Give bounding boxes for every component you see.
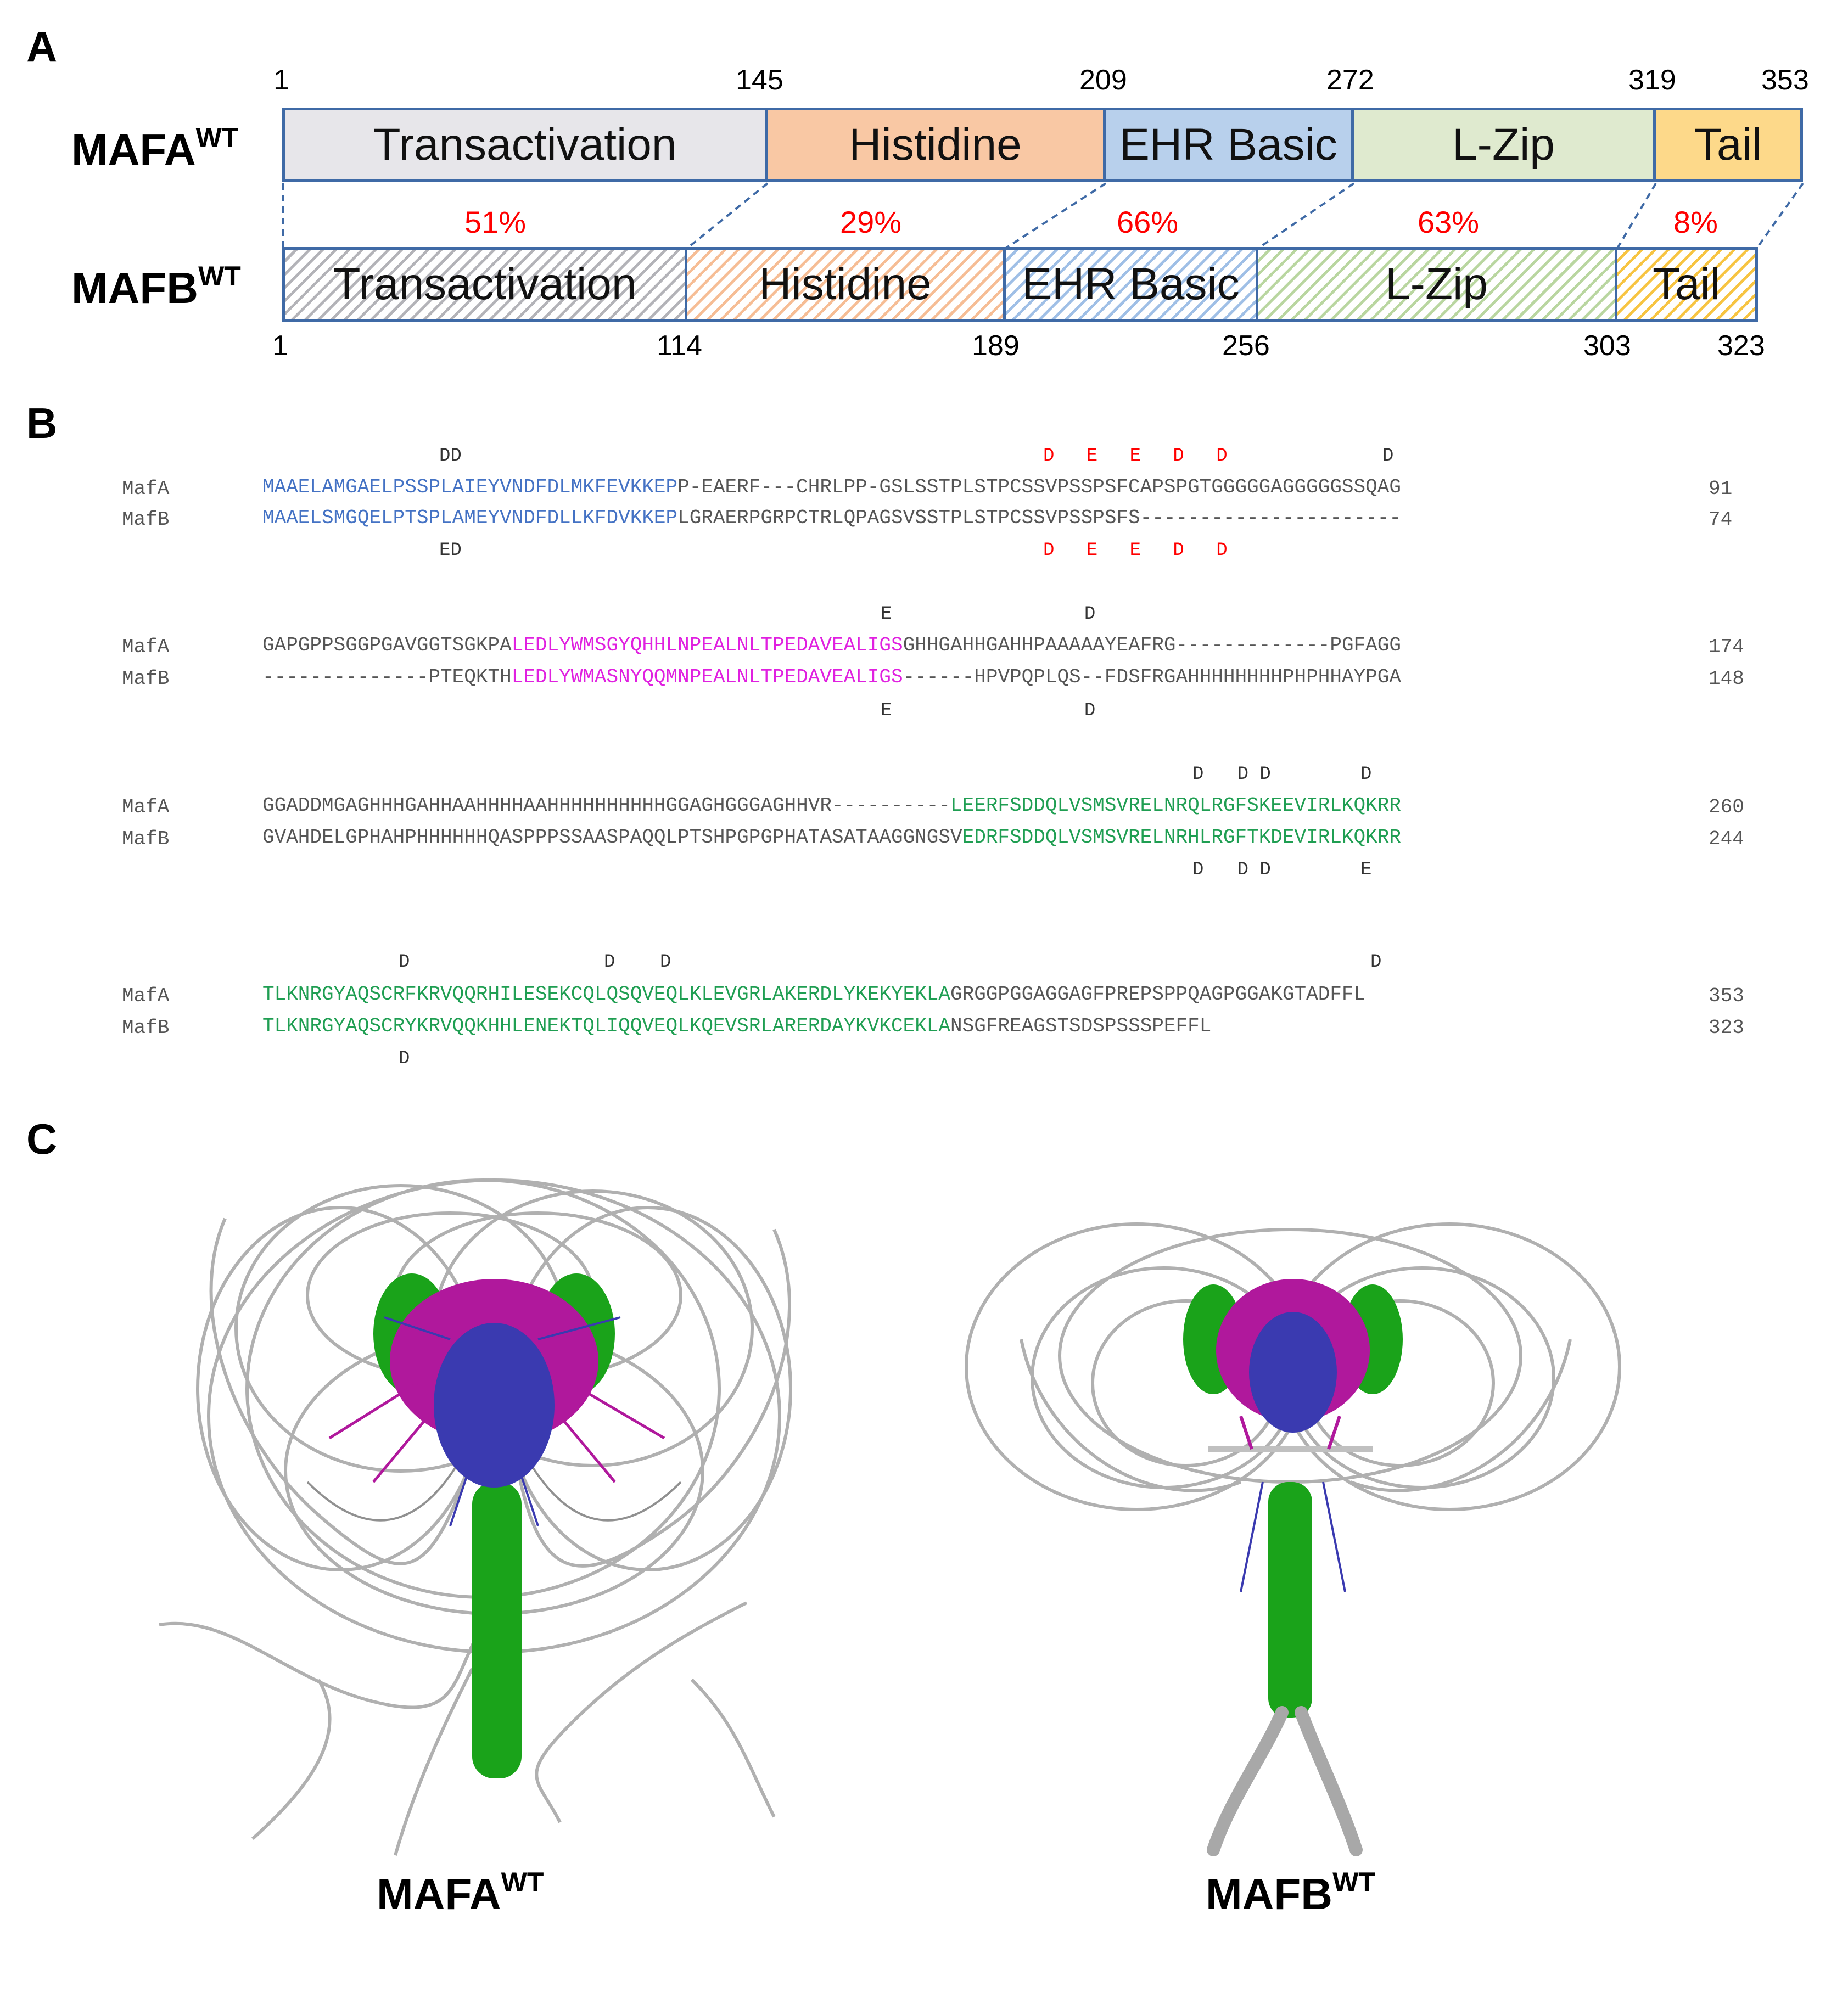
block1-mafb-seq: MAAELSMGQELPTSPLAMEYVNDFDLLKFDVKKEPLGRAE… <box>262 507 1401 529</box>
block4-mafb-marks: D <box>399 1048 410 1069</box>
mafa-domain-lzip: L-Zip <box>1354 108 1656 182</box>
mafa-pos-319: 319 <box>1628 64 1676 96</box>
block3-mafb-seq: GVAHDELGPHAHPHHHHHHQASPPPSSAASPAQQLPTSHP… <box>262 826 1401 849</box>
mafb-domain-ehr-basic: EHR Basic <box>1006 247 1258 322</box>
block2-mafb-marks: E D <box>881 700 1096 721</box>
mafb-domain-bar: Transactivation Histidine EHR Basic L-Zi… <box>282 247 1758 322</box>
block4-mafa-mark-1: D <box>399 952 410 973</box>
mafb-structure-image <box>965 1222 1621 1856</box>
mafb-domain-histidine: Histidine <box>687 247 1006 322</box>
identity-transactivation: 51% <box>464 205 527 239</box>
block1-mafb-red-marks: D E E D D <box>1043 540 1228 561</box>
panel-a-label: A <box>26 23 58 71</box>
block2-mafa-name: MafA <box>122 636 170 658</box>
block1-mafa-num: 91 <box>1709 478 1733 500</box>
domain-connectors <box>282 182 1804 249</box>
block1-mafb-marks: ED <box>439 540 462 561</box>
panel-b-label: B <box>26 399 58 447</box>
mafa-pos-1: 1 <box>273 64 289 96</box>
mafb-pos-303: 303 <box>1583 330 1631 362</box>
block3-mafb-marks: D D D E <box>1192 860 1372 880</box>
block1-mafa-name: MafA <box>122 478 170 500</box>
mafa-structure-image <box>159 1178 792 1856</box>
mafa-pos-272: 272 <box>1326 64 1374 96</box>
block4-mafb-seq: TLKNRGYAQSCRYKRVQQKHHLENEKTQLIQQVEQLKQEV… <box>262 1015 1212 1037</box>
block3-mafa-marks: D D D D <box>1192 764 1372 785</box>
block3-mafa-seq: GGADDMGAGHHHGAHHAAHHHHAAHHHHHHHHHHGGAGHG… <box>262 794 1401 817</box>
mafb-domain-transactivation: Transactivation <box>282 247 687 322</box>
block4-mafb-name: MafB <box>122 1017 170 1039</box>
block4-mafa-name: MafA <box>122 985 170 1007</box>
block2-mafa-marks: E D <box>881 604 1096 625</box>
block3-mafa-num: 260 <box>1709 796 1744 818</box>
block1-mafb-name: MafB <box>122 508 170 531</box>
block4-mafb-num: 323 <box>1709 1017 1744 1039</box>
block4-mafa-num: 353 <box>1709 985 1744 1007</box>
block1-mafa-marks-2: D <box>1382 446 1394 467</box>
mafa-label: MAFAWT <box>71 122 239 174</box>
block1-mafa-red-marks: D E E D D <box>1043 446 1228 467</box>
block3-mafa-name: MafA <box>122 796 170 818</box>
mafa-pos-209: 209 <box>1079 64 1127 96</box>
block4-mafa-seq: TLKNRGYAQSCRFKRVQQRHILESEKCQLQSQVEQLKLEV… <box>262 983 1366 1006</box>
block2-mafa-num: 174 <box>1709 636 1744 658</box>
block1-mafb-num: 74 <box>1709 508 1733 531</box>
mafa-domain-histidine: Histidine <box>768 108 1106 182</box>
block2-mafb-seq: --------------PTEQKTHLEDLYWMASNYQQMNPEAL… <box>262 666 1401 688</box>
block1-mafa-marks: DD <box>439 446 462 467</box>
mafb-pos-256: 256 <box>1222 330 1270 362</box>
block4-mafa-mark-2: D D <box>604 952 671 973</box>
panel-c-label: C <box>26 1115 58 1163</box>
mafb-label: MAFBWT <box>71 261 241 312</box>
mafa-structure-label: MAFAWT <box>377 1867 544 1918</box>
block2-mafb-num: 148 <box>1709 667 1744 690</box>
mafb-domain-lzip: L-Zip <box>1258 247 1617 322</box>
mafb-pos-323: 323 <box>1717 330 1765 362</box>
mafb-structure-label: MAFBWT <box>1206 1867 1375 1918</box>
mafb-pos-114: 114 <box>657 330 702 362</box>
identity-ehr-basic: 66% <box>1117 205 1179 239</box>
mafa-domain-bar: Transactivation Histidine EHR Basic L-Zi… <box>282 108 1803 182</box>
identity-tail: 8% <box>1673 205 1718 239</box>
block2-mafa-seq: GAPGPPSGGPGAVGGTSGKPALEDLYWMSGYQHHLNPEAL… <box>262 634 1401 656</box>
block1-mafa-seq: MAAELAMGAELPSSPLAIEYVNDFDLMKFEVKKEPP-EAE… <box>262 476 1401 498</box>
mafa-domain-tail: Tail <box>1656 108 1803 182</box>
mafa-domain-ehr-basic: EHR Basic <box>1106 108 1354 182</box>
identity-lzip: 63% <box>1418 205 1480 239</box>
mafa-pos-353: 353 <box>1761 64 1809 96</box>
mafa-domain-transactivation: Transactivation <box>282 108 768 182</box>
mafb-pos-189: 189 <box>972 330 1020 362</box>
identity-histidine: 29% <box>840 205 902 239</box>
mafb-domain-tail: Tail <box>1617 247 1758 322</box>
mafb-pos-1: 1 <box>272 330 288 362</box>
block2-mafb-name: MafB <box>122 667 170 690</box>
block3-mafb-num: 244 <box>1709 828 1744 850</box>
mafa-pos-145: 145 <box>736 64 783 96</box>
block3-mafb-name: MafB <box>122 828 170 850</box>
block4-mafa-mark-3: D <box>1370 952 1382 973</box>
